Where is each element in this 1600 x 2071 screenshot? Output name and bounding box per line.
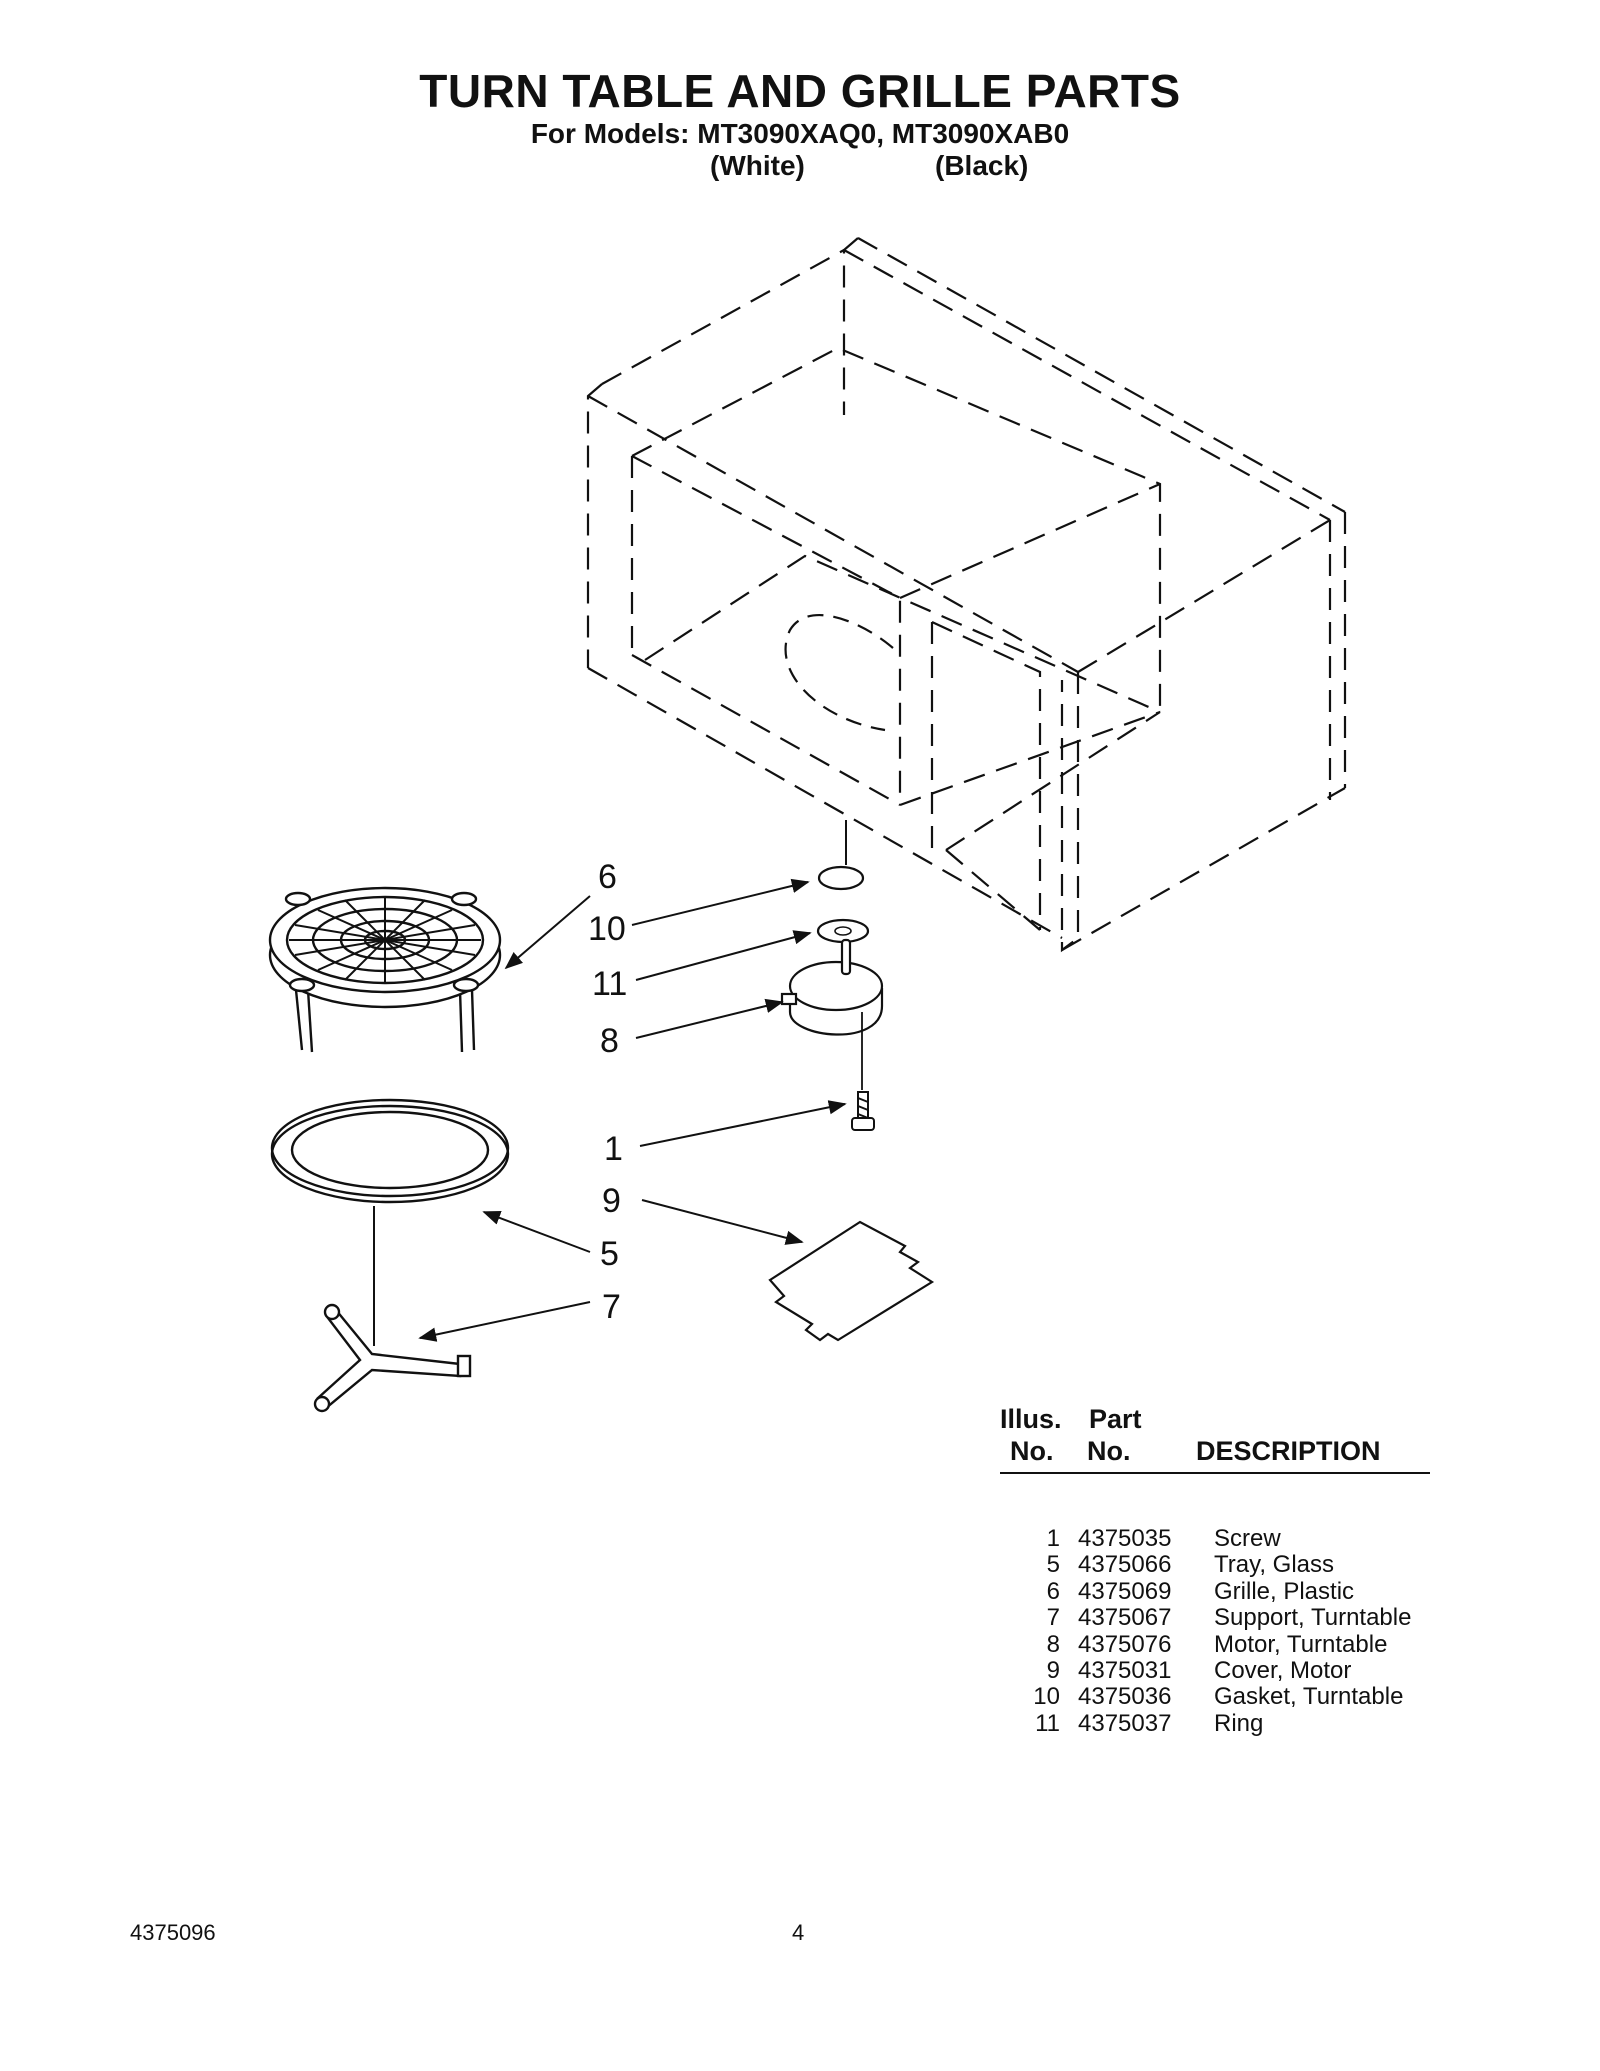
description-cell: Screw: [1214, 1525, 1281, 1552]
parts-list-body: 1 4375035 Screw 5 4375066 Tray, Glass 6 4375069…: [1000, 1525, 1412, 1737]
callout-10: 10: [588, 910, 626, 948]
motor-cover-plate: [768, 1220, 935, 1342]
header-part-line2: No.: [1087, 1436, 1131, 1466]
part-no-cell: 4375036: [1078, 1683, 1172, 1711]
illus-no-cell: 6: [1046, 1577, 1060, 1605]
illus-no-cell: 9: [1046, 1656, 1060, 1684]
callout-5: 5: [600, 1235, 619, 1273]
leader-1: [639, 1100, 847, 1147]
leader-10: [631, 878, 810, 926]
header-illus-line2: No.: [1010, 1436, 1054, 1466]
ring-part: [816, 918, 870, 944]
illus-no-cell: 5: [1046, 1551, 1060, 1579]
models-subtitle: For Models: MT3090XAQ0, MT3090XAB0: [530, 118, 1070, 149]
part-no-cell: 4375037: [1078, 1709, 1172, 1737]
illus-no-cell: 11: [1035, 1709, 1060, 1737]
description-cell: Motor, Turntable: [1214, 1630, 1388, 1658]
table-row: 5 4375066 Tray, Glass: [1000, 1552, 1411, 1578]
page-number: 4: [792, 1920, 805, 1945]
glass-tray: [270, 1098, 510, 1204]
header-illus-line1: Illus.: [1000, 1404, 1062, 1434]
table-row: 6 4375069 Grille, Plastic: [1000, 1577, 1411, 1605]
part-no-cell: 4375031: [1078, 1656, 1172, 1684]
part-no-cell: 4375067: [1078, 1604, 1172, 1632]
callout-6: 6: [598, 858, 617, 896]
header-part-line1: Part: [1089, 1404, 1142, 1434]
leader-7: [418, 1301, 591, 1342]
description-cell: Tray, Glass: [1214, 1551, 1335, 1579]
table-row: 1 4375035 Screw: [1000, 1525, 1411, 1552]
leader-11: [635, 930, 812, 981]
table-row: 8 4375076 Motor, Turntable: [1000, 1630, 1411, 1658]
variant-black: (Black): [935, 150, 1029, 181]
illus-no-cell: 8: [1046, 1630, 1060, 1658]
document-number: 4375096: [130, 1920, 216, 1945]
gasket-part: [817, 865, 865, 891]
header-rule: [1000, 1472, 1430, 1474]
description-cell: Support, Turntable: [1214, 1604, 1412, 1632]
leader-5: [482, 1210, 591, 1253]
turntable-motor: [780, 938, 884, 1090]
part-no-cell: 4375076: [1078, 1630, 1172, 1658]
part-no-cell: 4375066: [1078, 1551, 1172, 1579]
table-row: 9 4375031 Cover, Motor: [1000, 1656, 1411, 1684]
screw-part: [851, 1091, 875, 1131]
variant-white: (White): [710, 150, 805, 181]
description-cell: Ring: [1214, 1709, 1264, 1737]
exploded-parts-diagram: 6 10 11 8 1 9 5 7: [268, 237, 1347, 1413]
callout-11: 11: [592, 965, 627, 1003]
table-row: 10 4375036 Gasket, Turntable: [1000, 1684, 1411, 1710]
illus-no-cell: 7: [1046, 1604, 1060, 1632]
turntable-opening: [784, 614, 894, 732]
part-no-cell: 4375069: [1078, 1577, 1172, 1605]
plastic-grille: [268, 886, 502, 1053]
leader-6: [504, 895, 591, 970]
table-row: 11 4375037 Ring: [1000, 1709, 1411, 1737]
description-cell: Gasket, Turntable: [1214, 1683, 1404, 1711]
page-title: TURN TABLE AND GRILLE PARTS: [419, 65, 1181, 117]
header-description: DESCRIPTION: [1196, 1436, 1381, 1466]
callout-1: 1: [604, 1130, 623, 1168]
callout-9: 9: [602, 1182, 621, 1220]
table-row: 7 4375067 Support, Turntable: [1000, 1604, 1412, 1632]
illus-no-cell: 10: [1033, 1683, 1060, 1711]
description-cell: Cover, Motor: [1214, 1656, 1352, 1684]
turntable-support: [313, 1206, 472, 1413]
leader-8: [635, 998, 784, 1039]
callout-7: 7: [602, 1288, 621, 1326]
parts-list-table: 1 4375035 Screw 5 4375066 Tray, Glass 6 4375069…: [1000, 1525, 1412, 1737]
part-no-cell: 4375035: [1078, 1525, 1172, 1552]
illus-no-cell: 1: [1046, 1525, 1060, 1552]
callout-8: 8: [600, 1022, 619, 1060]
cabinet-outline: [586, 237, 1347, 953]
leader-9: [641, 1199, 804, 1245]
description-cell: Grille, Plastic: [1214, 1577, 1355, 1605]
